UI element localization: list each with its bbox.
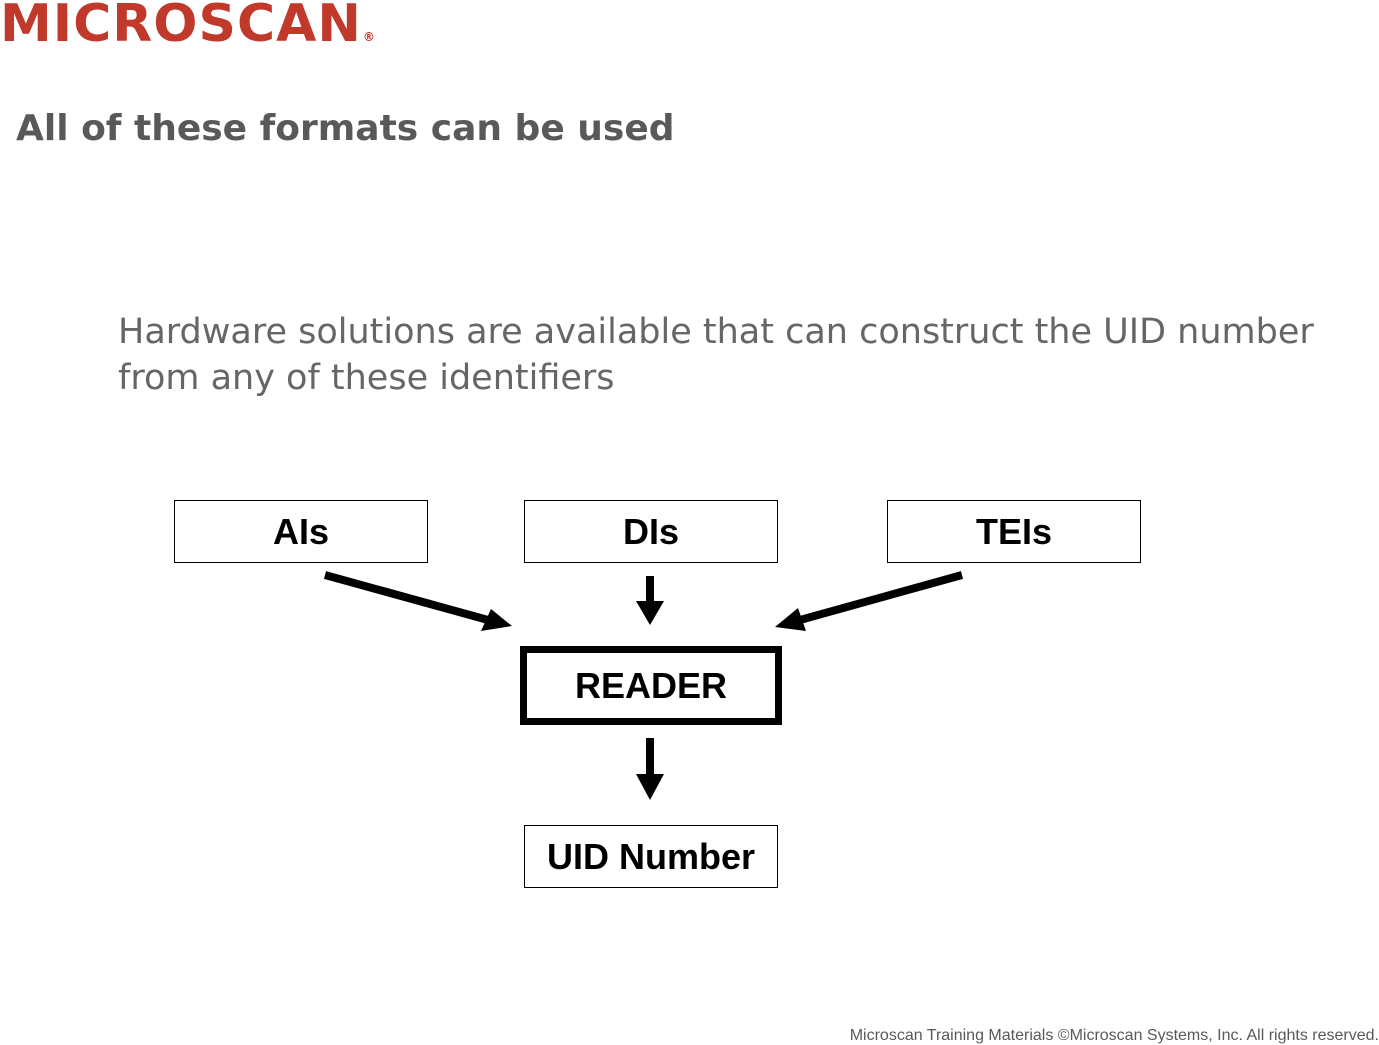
slide-title: All of these formats can be used	[16, 108, 675, 149]
ais-box: AIs	[174, 500, 428, 563]
arrow-teis-to-reader	[775, 571, 964, 631]
arrow-reader-to-uid	[636, 738, 664, 800]
copyright-footer: Microscan Training Materials ©Microscan …	[849, 1027, 1379, 1044]
reader-label: READER	[574, 664, 727, 706]
logo-text: MICROSCAN	[0, 0, 362, 54]
registered-mark: ®	[362, 30, 376, 44]
slide-body-text: Hardware solutions are available that ca…	[118, 312, 1314, 398]
teis-label: TEIs	[975, 510, 1053, 552]
microscan-logo: MICROSCAN®	[0, 0, 376, 67]
dis-box: DIs	[524, 500, 778, 563]
reader-box: READER	[520, 646, 782, 725]
uid-number-label: UID Number	[546, 835, 756, 877]
ais-label: AIs	[272, 510, 330, 552]
arrow-dis-to-reader	[636, 576, 664, 625]
teis-box: TEIs	[887, 500, 1141, 563]
arrow-ais-to-reader	[323, 571, 512, 631]
uid-number-box: UID Number	[524, 825, 778, 888]
dis-label: DIs	[622, 510, 680, 552]
